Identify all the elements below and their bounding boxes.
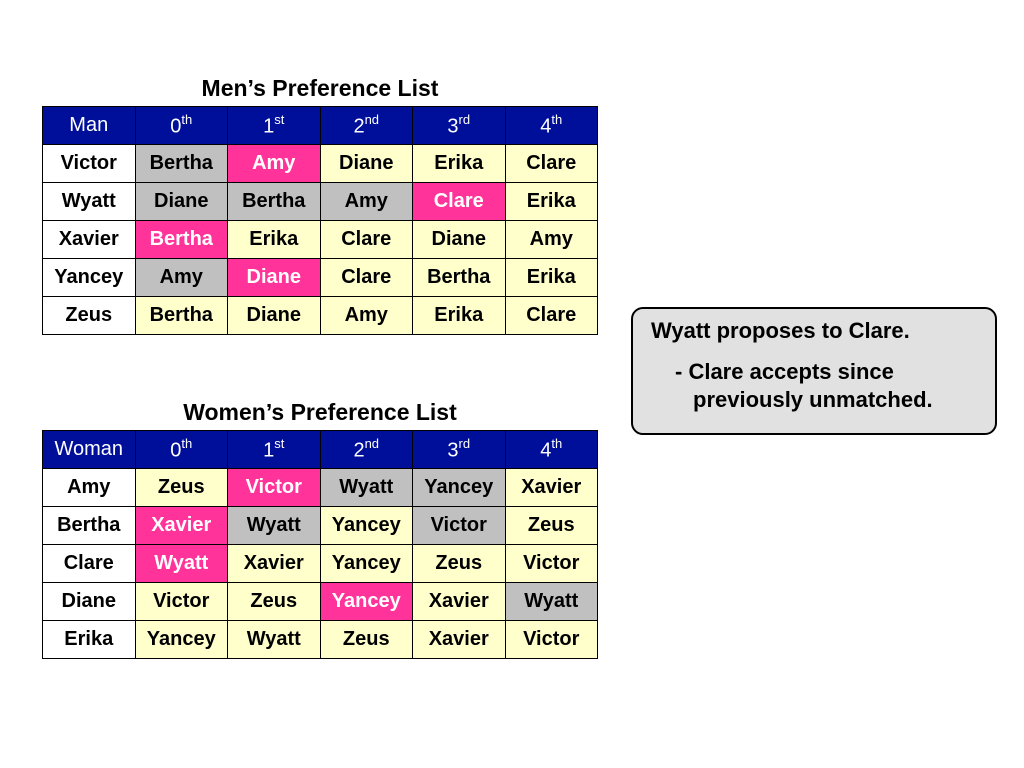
preference-cell: Diane — [319, 144, 413, 183]
preference-cell: Clare — [504, 296, 598, 335]
header-rank-0: 0th — [134, 106, 228, 145]
preference-cell: Wyatt — [227, 620, 321, 659]
preference-cell: Diane — [134, 182, 228, 221]
row-name: Yancey — [42, 258, 136, 297]
preference-cell: Victor — [134, 582, 228, 621]
preference-cell: Bertha — [134, 144, 228, 183]
preference-cell: Yancey — [134, 620, 228, 659]
preference-cell: Zeus — [134, 468, 228, 507]
preference-cell: Xavier — [504, 468, 598, 507]
preference-cell: Xavier — [412, 620, 506, 659]
callout-line-1: Wyatt proposes to Clare. — [651, 318, 910, 343]
row-name: Xavier — [42, 220, 136, 259]
preference-cell: Zeus — [319, 620, 413, 659]
preference-cell: Victor — [412, 506, 506, 545]
callout-line-2: - Clare accepts since — [675, 359, 894, 384]
row-name: Bertha — [42, 506, 136, 545]
preference-cell: Bertha — [134, 296, 228, 335]
header-corner: Woman — [42, 430, 136, 469]
row-name: Diane — [42, 582, 136, 621]
preference-cell: Yancey — [319, 506, 413, 545]
preference-cell: Xavier — [227, 544, 321, 583]
preference-cell: Diane — [412, 220, 506, 259]
row-name: Victor — [42, 144, 136, 183]
preference-cell: Victor — [227, 468, 321, 507]
preference-cell: Zeus — [412, 544, 506, 583]
header-rank-1: 1st — [227, 106, 321, 145]
mens-preference-title: Men’s Preference List — [201, 75, 439, 101]
preference-cell: Zeus — [504, 506, 598, 545]
header-rank-2: 2nd — [319, 106, 413, 145]
row-name: Zeus — [42, 296, 136, 335]
preference-cell: Diane — [227, 296, 321, 335]
header-rank-1: 1st — [227, 430, 321, 469]
preference-cell: Zeus — [227, 582, 321, 621]
row-name: Wyatt — [42, 182, 136, 221]
preference-cell: Bertha — [227, 182, 321, 221]
header-corner: Man — [42, 106, 136, 145]
preference-cell: Wyatt — [227, 506, 321, 545]
row-name: Erika — [42, 620, 136, 659]
preference-cell: Xavier — [412, 582, 506, 621]
header-rank-2: 2nd — [319, 430, 413, 469]
preference-cell: Clare — [412, 182, 506, 221]
header-rank-4: 4th — [504, 106, 598, 145]
header-rank-3: 3rd — [412, 106, 506, 145]
preference-cell: Yancey — [412, 468, 506, 507]
callout-line-3: previously unmatched. — [693, 387, 933, 412]
preference-cell: Xavier — [134, 506, 228, 545]
preference-cell: Clare — [319, 258, 413, 297]
preference-cell: Victor — [504, 620, 598, 659]
table-header-row: Man 0th 1st 2nd 3rd 4th — [42, 106, 598, 145]
preference-cell: Bertha — [412, 258, 506, 297]
header-rank-0: 0th — [134, 430, 228, 469]
row-name: Amy — [42, 468, 136, 507]
preference-cell: Diane — [227, 258, 321, 297]
preference-cell: Clare — [319, 220, 413, 259]
row-name: Clare — [42, 544, 136, 583]
preference-cell: Erika — [412, 296, 506, 335]
preference-cell: Wyatt — [319, 468, 413, 507]
preference-cell: Wyatt — [134, 544, 228, 583]
preference-cell: Erika — [227, 220, 321, 259]
header-rank-4: 4th — [504, 430, 598, 469]
preference-cell: Victor — [504, 544, 598, 583]
preference-cell: Amy — [134, 258, 228, 297]
preference-cell: Yancey — [319, 582, 413, 621]
preference-cell: Erika — [412, 144, 506, 183]
preference-cell: Amy — [227, 144, 321, 183]
callout-box: Wyatt proposes to Clare. - Clare accepts… — [631, 307, 997, 435]
header-rank-3: 3rd — [412, 430, 506, 469]
preference-cell: Erika — [504, 182, 598, 221]
preference-cell: Amy — [319, 182, 413, 221]
table-header-row: Woman 0th 1st 2nd 3rd 4th — [42, 430, 598, 469]
preference-cell: Bertha — [134, 220, 228, 259]
womens-preference-title: Women’s Preference List — [183, 399, 457, 425]
preference-cell: Clare — [504, 144, 598, 183]
preference-cell: Amy — [319, 296, 413, 335]
preference-cell: Wyatt — [504, 582, 598, 621]
preference-cell: Amy — [504, 220, 598, 259]
preference-cell: Erika — [504, 258, 598, 297]
preference-cell: Yancey — [319, 544, 413, 583]
